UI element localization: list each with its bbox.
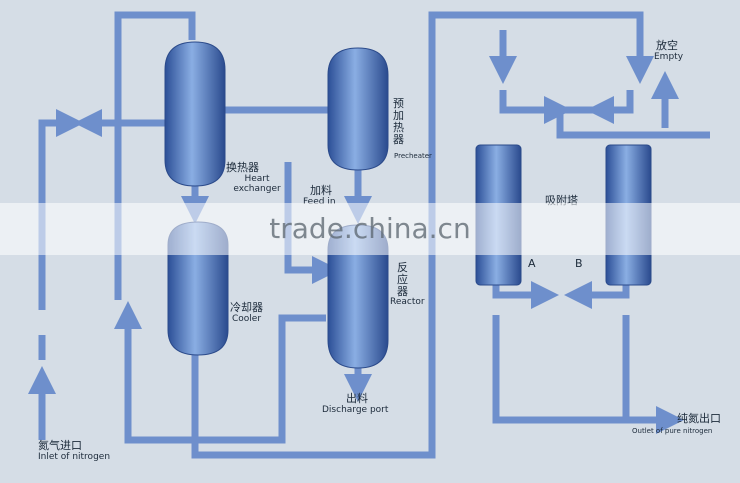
vessels: [164, 41, 652, 369]
tower-a-label: A: [528, 257, 536, 270]
pipe-feed-in: [284, 162, 340, 284]
feed-label-en: Feed in: [303, 197, 336, 207]
preheater-vessel: [327, 47, 389, 171]
empty-label-en: Empty: [654, 52, 684, 62]
heat-exchanger-label-en: Heart exchanger: [233, 174, 281, 194]
reactor-label-zh: 反应器: [397, 261, 408, 299]
discharge-label-zh: 出料: [346, 392, 368, 405]
reactor-label-en: Reactor: [390, 297, 425, 307]
pure-nitrogen-label-en: Outlet of pure nitrogen: [632, 427, 713, 435]
cooler-label-zh: 冷却器: [230, 301, 263, 314]
feed-label-zh: 加料: [310, 184, 332, 197]
cooler-label-en: Cooler: [232, 314, 262, 324]
preheater-label-zh: 预加热器: [393, 97, 404, 147]
pipe-vent-line: [556, 110, 710, 139]
nitrogen-inlet-label-en: Inlet of nitrogen: [38, 452, 111, 462]
pipe-reactor-return: [114, 301, 326, 444]
heat-exchanger-vessel: [164, 41, 226, 187]
tower-b-label: B: [575, 257, 583, 270]
discharge-label-en: Discharge port: [322, 405, 389, 415]
heat-exchanger-label-zh: 换热器: [226, 161, 259, 174]
empty-label-zh: 放空: [656, 39, 678, 52]
watermark-band: [0, 203, 740, 255]
pipe-pure-nitrogen: [492, 315, 684, 434]
pure-nitrogen-label-zh: 纯氮出口: [677, 412, 721, 425]
preheater-label-en: Precheater: [394, 152, 432, 160]
watermark-text: trade.china.cn: [269, 212, 471, 245]
nitrogen-inlet-label-zh: 氮气进口: [38, 439, 82, 452]
pipe-top-loop: [114, 11, 196, 300]
